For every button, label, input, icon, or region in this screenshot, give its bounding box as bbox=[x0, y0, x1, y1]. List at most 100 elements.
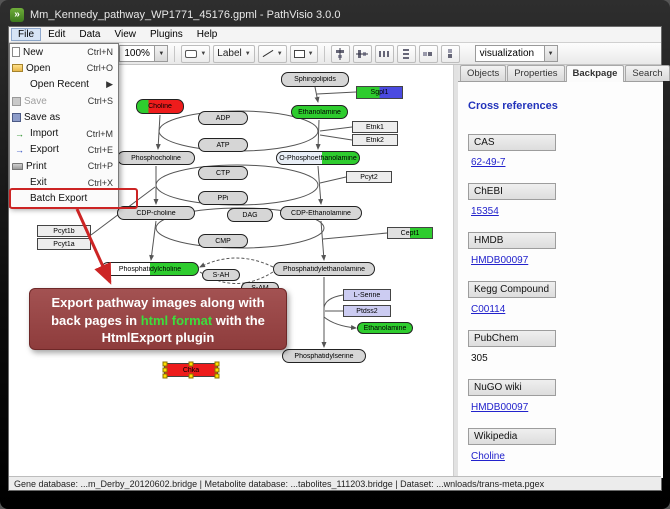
node-cept1[interactable]: Cept1 bbox=[387, 227, 433, 239]
align-horizontal-center-button[interactable] bbox=[330, 44, 350, 63]
distribute-horizontally-button[interactable] bbox=[374, 44, 394, 63]
menu-item-save-as[interactable]: Save as bbox=[10, 109, 118, 125]
node-chka[interactable]: Chka bbox=[162, 361, 220, 379]
xref-value[interactable]: C00114 bbox=[471, 304, 506, 315]
pathway-edge bbox=[317, 165, 324, 205]
node-l-serine[interactable]: L-Serine bbox=[343, 289, 391, 301]
node-cdp-choline[interactable]: CDP-choline bbox=[117, 206, 195, 220]
menubar-file[interactable]: File bbox=[11, 28, 42, 41]
align-vertical-center-button[interactable] bbox=[352, 44, 372, 63]
zoom-select[interactable]: 100% ▼ bbox=[119, 45, 169, 62]
selection-handle[interactable] bbox=[214, 373, 220, 379]
node-ppi[interactable]: PPi bbox=[198, 191, 248, 205]
export-icon bbox=[12, 144, 27, 156]
node-sgpl1[interactable]: Sgpl1 bbox=[356, 86, 403, 99]
stack-vertically-button[interactable] bbox=[440, 44, 460, 63]
node-ethanolamine-top[interactable]: Ethanolamine bbox=[291, 105, 348, 119]
panel-splitter[interactable] bbox=[454, 65, 458, 478]
menubar-edit[interactable]: Edit bbox=[48, 29, 66, 40]
node-label: DAG bbox=[242, 211, 258, 219]
tab-objects[interactable]: Objects bbox=[460, 65, 507, 81]
selection-handle[interactable] bbox=[162, 373, 168, 379]
menu-item-label: Import bbox=[30, 128, 59, 140]
node-adp[interactable]: ADP bbox=[198, 111, 248, 125]
menu-shortcut: Ctrl+N bbox=[87, 47, 113, 58]
xref-source-name: Kegg Compound bbox=[468, 281, 556, 298]
node-phosphatidylcholine[interactable]: Phosphatidylcholine bbox=[101, 262, 199, 276]
selection-handle[interactable] bbox=[188, 373, 194, 379]
distribute-vertically-button[interactable] bbox=[396, 44, 416, 63]
xref-value[interactable]: Choline bbox=[471, 451, 505, 462]
menu-item-batch-export[interactable]: Batch Export bbox=[10, 191, 118, 207]
xref-source-name: NuGO wiki bbox=[468, 379, 556, 396]
xref-value[interactable]: 62-49-7 bbox=[471, 157, 506, 168]
xref-source-name: Wikipedia bbox=[468, 428, 556, 445]
xref-value[interactable]: HMDB00097 bbox=[471, 402, 529, 413]
node-phosphatidylethanolamine[interactable]: Phosphatidylethanolamine bbox=[273, 262, 375, 276]
pathway-edge bbox=[323, 316, 357, 331]
node-label: PPi bbox=[217, 194, 229, 202]
node-pcyt1a[interactable]: Pcyt1a bbox=[37, 238, 91, 250]
tab-backpage[interactable]: Backpage bbox=[565, 65, 625, 82]
menubar-view[interactable]: View bbox=[114, 29, 136, 40]
node-pcyt2[interactable]: Pcyt2 bbox=[346, 171, 392, 183]
xref-value[interactable]: HMDB00097 bbox=[471, 255, 529, 266]
tab-search[interactable]: Search bbox=[625, 65, 670, 81]
pathway-edge bbox=[322, 232, 388, 240]
tab-properties[interactable]: Properties bbox=[507, 65, 565, 81]
menu-item-label: Open bbox=[26, 62, 51, 74]
node-etnk2[interactable]: Etnk2 bbox=[352, 134, 398, 146]
node-ctp[interactable]: CTP bbox=[198, 166, 248, 180]
shape-tool-button[interactable]: ▼ bbox=[289, 44, 318, 63]
node-label: Chka bbox=[182, 366, 200, 374]
node-sphingolipids[interactable]: Sphingolipids bbox=[281, 72, 349, 87]
node-phosphatidylserine[interactable]: Phosphatidylserine bbox=[282, 349, 366, 363]
selection-handle[interactable] bbox=[162, 367, 168, 373]
new-file-icon bbox=[12, 47, 20, 58]
node-pcyt1b[interactable]: Pcyt1b bbox=[37, 225, 91, 237]
xref-value: 305 bbox=[471, 353, 488, 364]
node-etnk1[interactable]: Etnk1 bbox=[352, 121, 398, 133]
node-o-phosphoethanolamine[interactable]: O-Phosphoethanolamine bbox=[276, 151, 360, 165]
xref-value[interactable]: 15354 bbox=[471, 206, 499, 217]
selection-handle[interactable] bbox=[214, 367, 220, 373]
selection-handle[interactable] bbox=[162, 361, 168, 367]
pathway-edge bbox=[316, 91, 357, 95]
node-phosphocholine[interactable]: Phosphocholine bbox=[117, 151, 195, 165]
shape-icon bbox=[293, 49, 305, 58]
menubar-plugins[interactable]: Plugins bbox=[149, 29, 183, 40]
submenu-arrow-icon: ▶ bbox=[106, 79, 113, 90]
selection-handle[interactable] bbox=[214, 361, 220, 367]
window-title: Mm_Kennedy_pathway_WP1771_45176.gpml - P… bbox=[30, 8, 341, 21]
label-tool-button[interactable]: Label▼ bbox=[213, 44, 255, 63]
node-label: Pcyt2 bbox=[360, 173, 378, 181]
node-cdp-ethanolamine[interactable]: CDP-Ethanolamine bbox=[280, 206, 362, 220]
pathway-edge bbox=[155, 207, 325, 249]
node-atp[interactable]: ATP bbox=[198, 138, 248, 152]
node-s-ah[interactable]: S-AH bbox=[202, 269, 240, 281]
node-cmp[interactable]: CMP bbox=[198, 234, 248, 248]
line-tool-button[interactable]: ▼ bbox=[257, 44, 287, 63]
node-dag[interactable]: DAG bbox=[227, 208, 273, 222]
stack-horizontally-button[interactable] bbox=[418, 44, 438, 63]
menubar-data[interactable]: Data bbox=[79, 29, 101, 40]
datanode-tool-button[interactable]: ▼ bbox=[181, 44, 211, 63]
visualization-select[interactable]: visualization ▼ bbox=[474, 45, 558, 62]
menubar-help[interactable]: Help bbox=[196, 29, 218, 40]
node-ptdss2[interactable]: Ptdss2 bbox=[343, 305, 391, 317]
selection-handle[interactable] bbox=[188, 361, 194, 367]
cross-references-heading: Cross references bbox=[468, 100, 558, 112]
menu-item-open-recent[interactable]: Open Recent▶ bbox=[10, 77, 118, 93]
node-choline-top[interactable]: Choline bbox=[136, 99, 184, 114]
node-ethanolamine-low[interactable]: Ethanolamine bbox=[357, 322, 413, 334]
node-label: Phosphatidylserine bbox=[294, 352, 354, 360]
